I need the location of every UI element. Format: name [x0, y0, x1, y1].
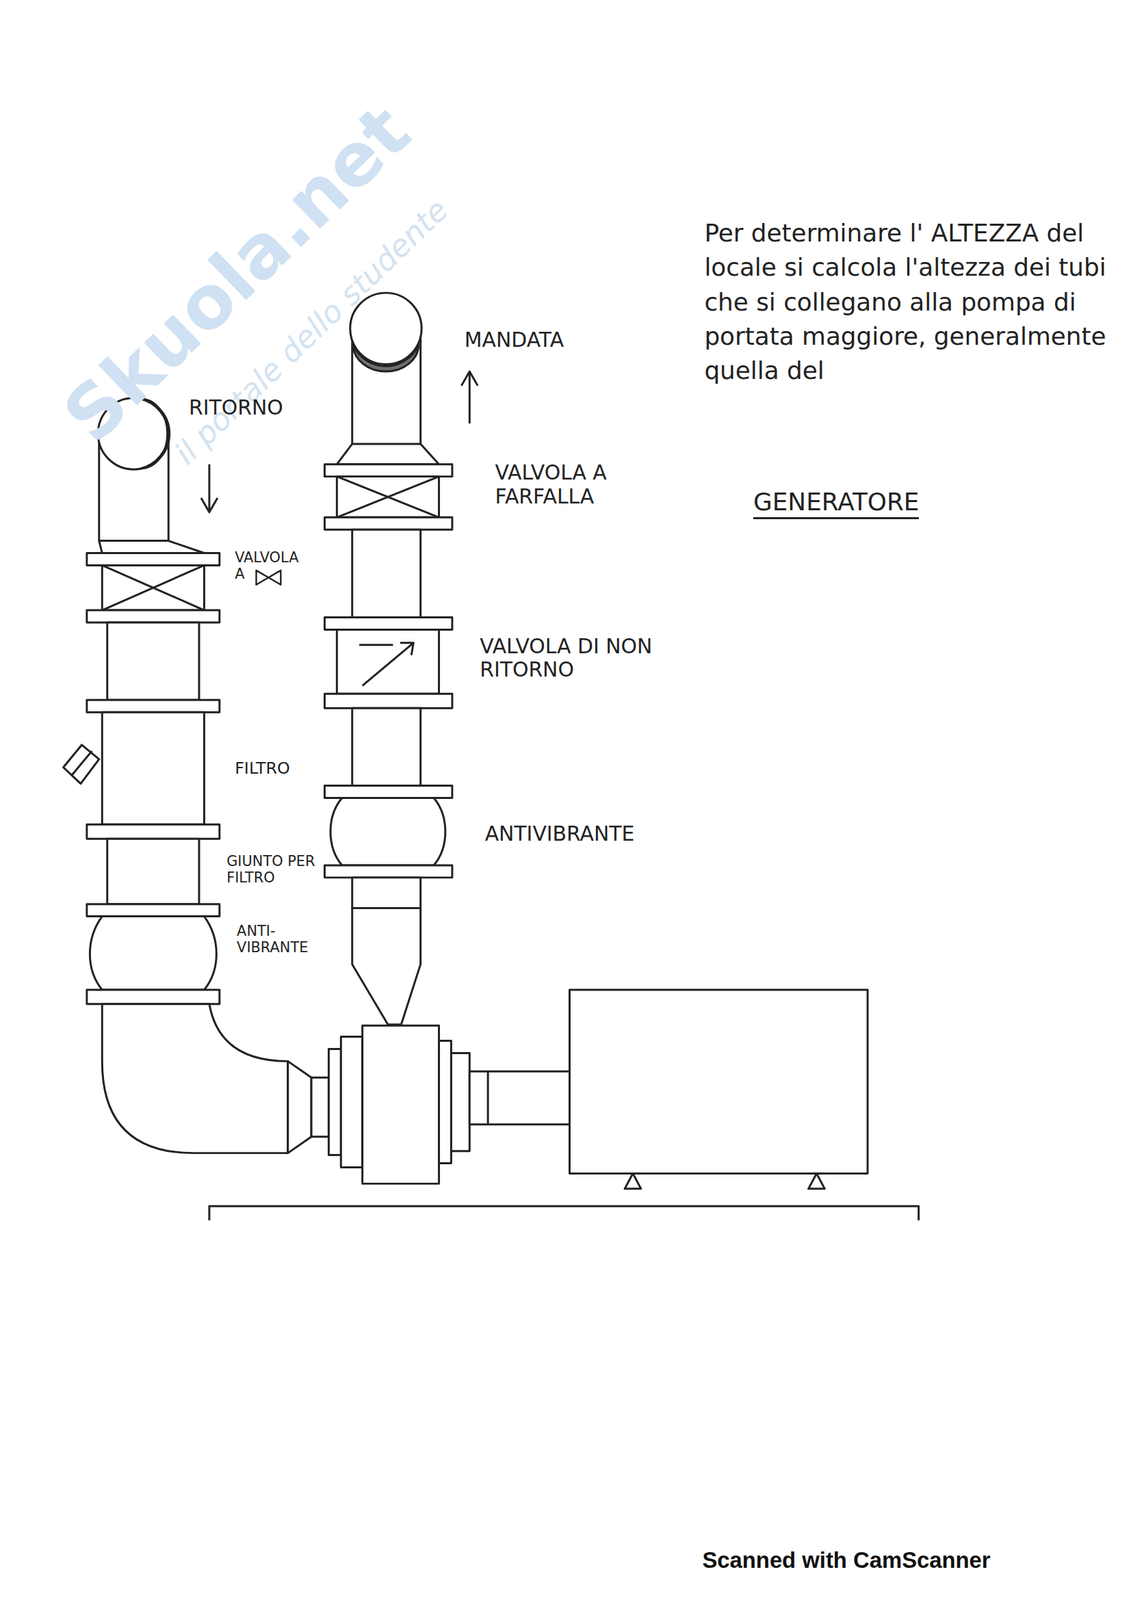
delivery-pipe-part — [400, 643, 414, 656]
pump-motor-part — [328, 1048, 341, 1155]
pump-motor-part — [209, 1206, 919, 1221]
return-pipe-part — [107, 622, 200, 700]
delivery-pipe-part — [352, 708, 421, 786]
return-pipe — [63, 398, 330, 1154]
return-pipe-part — [86, 699, 220, 713]
return-pipe-part — [86, 610, 220, 623]
delivery-pipe — [324, 292, 452, 1025]
return-pipe-part — [101, 565, 204, 611]
delivery-pipe-part — [336, 444, 439, 465]
return-pipe-part — [86, 824, 220, 839]
flow-arrow-part — [201, 498, 218, 513]
pump-motor-part — [808, 1173, 826, 1189]
return-pipe-part — [107, 838, 200, 904]
return-pipe-part — [63, 745, 100, 785]
note-text: Per determinare l' ALTEZZA del locale si… — [704, 216, 1118, 388]
delivery-pipe-part — [324, 464, 452, 477]
pump-motor-part — [340, 1037, 362, 1168]
return-pipe-part — [86, 553, 220, 566]
part-label: ANTI- VIBRANTE — [236, 923, 319, 956]
note-keyword: GENERATORE — [753, 487, 919, 520]
pump-motor-part — [487, 1071, 490, 1125]
return-pipe-part — [167, 436, 170, 541]
delivery-pipe-part — [336, 476, 439, 518]
delivery-pipe-part — [336, 476, 439, 518]
return-pipe-part — [86, 990, 220, 1005]
flow-label: MANDATA — [464, 328, 564, 352]
valve-symbol — [256, 570, 282, 585]
part-label: GIUNTO PER FILTRO — [226, 853, 329, 887]
return-pipe-part — [101, 712, 204, 825]
part-label: VALVOLA A — [234, 549, 312, 583]
flow-arrow-part — [461, 371, 478, 386]
pump-motor — [209, 990, 919, 1221]
delivery-pipe-part — [324, 786, 452, 799]
flow-arrow-part — [468, 373, 471, 424]
delivery-pipe-part — [352, 877, 421, 909]
return-pipe-part — [89, 916, 217, 991]
part-label: ANTIVIBRANTE — [485, 822, 635, 846]
valve-symbol-part — [256, 570, 269, 585]
flow-arrow-part — [208, 464, 211, 511]
pump-motor-part — [362, 1025, 440, 1184]
pump-motor-part — [450, 1053, 470, 1151]
part-label: FILTRO — [234, 759, 291, 778]
valve-symbol-part — [268, 570, 281, 585]
return-pipe-part — [101, 1004, 288, 1154]
delivery-pipe-part — [353, 344, 419, 372]
return-pipe-part — [99, 541, 205, 554]
delivery-pipe-part — [336, 629, 439, 694]
delivery-pipe-part — [352, 908, 421, 1025]
part-label: VALVOLA A FARFALLA — [495, 461, 659, 509]
pump-motor-part — [439, 1041, 452, 1164]
pump-motor-part — [469, 1071, 570, 1125]
flow-label: RITORNO — [188, 396, 284, 420]
return-pipe-part — [101, 565, 204, 611]
pump-motor-part — [569, 990, 868, 1175]
delivery-pipe-part — [336, 476, 439, 518]
delivery-pipe-part — [419, 331, 422, 445]
delivery-pipe-part — [324, 617, 452, 630]
return-pipe-part — [86, 904, 220, 917]
scanner-footer: Scanned with CamScanner — [702, 1547, 991, 1574]
return-pipe-part — [288, 1061, 312, 1153]
return-pipe-part — [101, 565, 204, 611]
delivery-pipe-part — [330, 798, 446, 866]
delivery-pipe-part — [362, 643, 414, 687]
delivery-pipe-part — [324, 865, 452, 878]
delivery-pipe-part — [324, 693, 452, 709]
pump-motor-part — [624, 1173, 642, 1189]
return-pipe-part — [311, 1077, 329, 1138]
part-label: VALVOLA DI NON RITORNO — [479, 634, 654, 683]
delivery-pipe-part — [352, 529, 421, 618]
delivery-pipe-part — [359, 643, 393, 646]
return-pipe-part — [71, 751, 93, 776]
delivery-pipe-part — [324, 517, 452, 530]
